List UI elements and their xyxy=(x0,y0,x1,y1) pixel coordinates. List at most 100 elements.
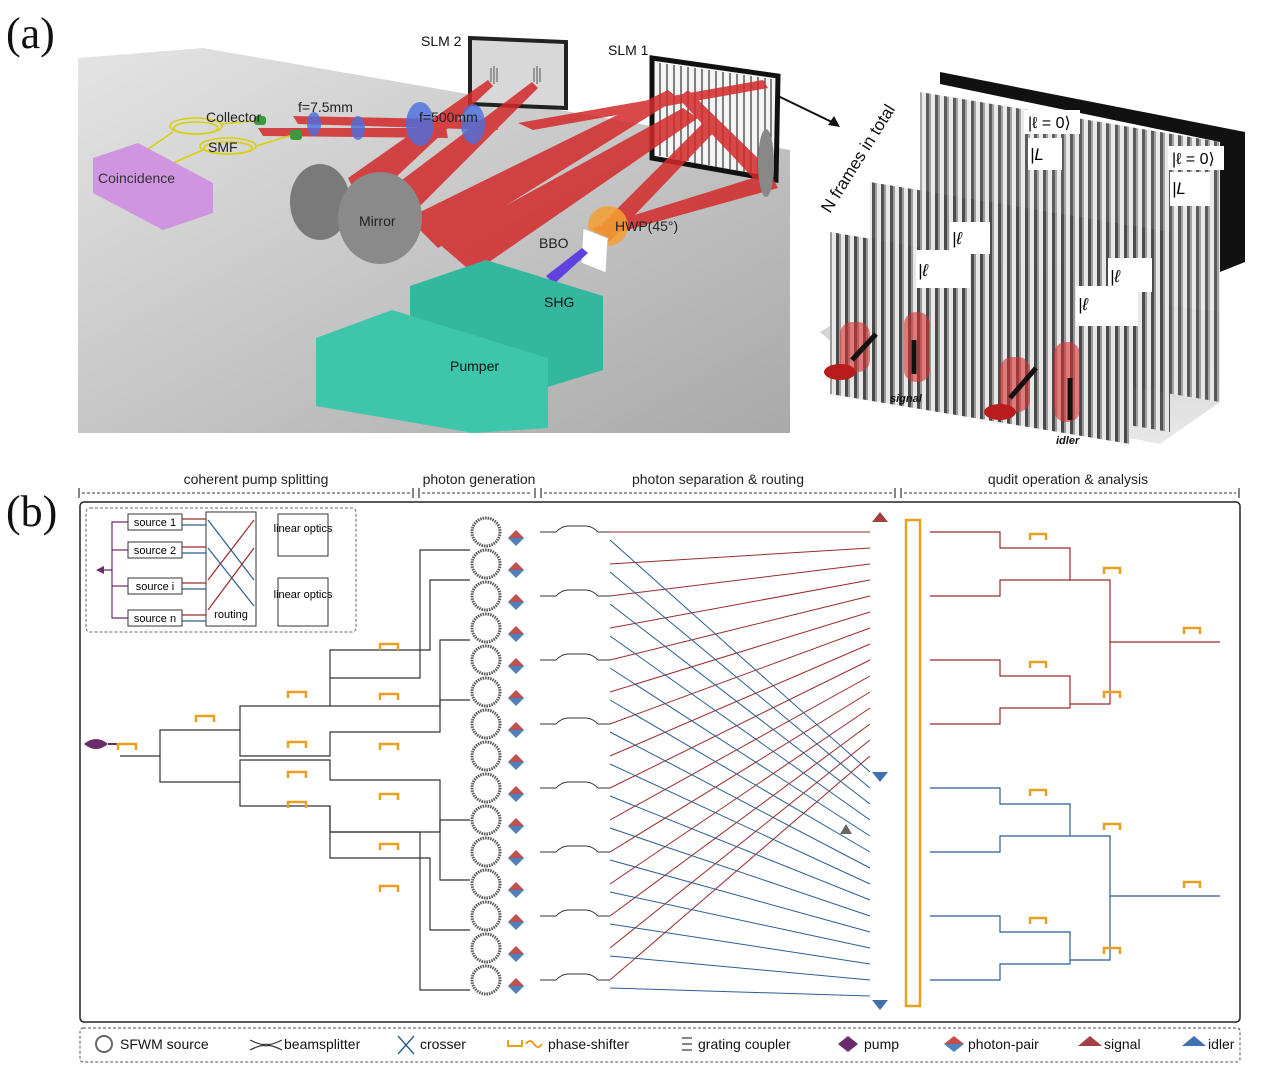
crosser-network-idler xyxy=(609,539,871,997)
panel-b-letter: (b) xyxy=(6,487,58,536)
legend-label-phase-shifter: phase-shifter xyxy=(548,1036,629,1052)
legend-box xyxy=(79,1027,1241,1063)
svg-text:|L: |L xyxy=(1172,179,1186,198)
section-label-routing: photon separation & routing xyxy=(632,471,804,487)
legend-label-pump: pump xyxy=(864,1036,899,1052)
pumper-box xyxy=(316,310,548,433)
svg-text:source i: source i xyxy=(136,581,175,593)
phase-shifter-comb xyxy=(904,518,922,1008)
inset-linear-optics-2 xyxy=(277,577,329,627)
label-pumper: Pumper xyxy=(450,358,499,374)
label-collector: Collector xyxy=(206,109,262,125)
idler-icon xyxy=(1182,1036,1206,1046)
legend-label-photon-pair: photon-pair xyxy=(968,1036,1039,1052)
panel-a-setup: SLM 2 SLM 1 Collector f=7.5mm f=500mm SM… xyxy=(78,33,790,433)
beamsplitter-icon xyxy=(249,1039,283,1051)
inset-schematic: source 1 source 2 source i source n rout… xyxy=(85,507,357,633)
legend-labels: SFWM source beamsplitter crosser phase-s… xyxy=(120,1036,1235,1052)
label-hwp: HWP(45°) xyxy=(615,218,678,234)
crosser-icon xyxy=(397,1035,415,1055)
collector-1 xyxy=(254,116,266,125)
pump-splitting-tree xyxy=(120,549,470,991)
state-label-elld1-B: |ℓ xyxy=(1076,286,1138,326)
idler-label: idler xyxy=(1056,435,1080,447)
label-mirror: Mirror xyxy=(359,213,396,229)
arrow-to-frames xyxy=(777,95,840,127)
state-label-ell0-A: |ℓ = 0⟩ xyxy=(1024,110,1080,134)
svg-text:|ℓ: |ℓ xyxy=(1110,267,1120,286)
coincidence-box xyxy=(93,143,213,230)
svg-text:|L: |L xyxy=(1030,145,1044,164)
legend-icons xyxy=(95,1035,1206,1055)
legend-label-beamsplitter: beamsplitter xyxy=(284,1036,361,1052)
separation-mzis xyxy=(540,525,610,981)
phase-shifter-icon xyxy=(507,1040,543,1048)
state-label-ell0-B: |ℓ = 0⟩ xyxy=(1168,146,1224,170)
svg-text:linear optics: linear optics xyxy=(274,523,333,535)
pump-phase-shifters xyxy=(116,642,400,892)
label-slm1: SLM 1 xyxy=(608,42,649,58)
svg-text:|ℓ: |ℓ xyxy=(918,261,928,280)
svg-text:|ℓ = 0⟩: |ℓ = 0⟩ xyxy=(1028,115,1071,132)
state-label-L-B: |L xyxy=(1170,172,1210,206)
panel-a-letter: (a) xyxy=(6,9,55,58)
svg-text:source 2: source 2 xyxy=(134,545,176,557)
signal-beam xyxy=(824,312,930,382)
signal-label: signal xyxy=(890,393,923,405)
photon-pair-icon xyxy=(944,1036,964,1052)
crosser-marker xyxy=(840,824,852,834)
svg-text:linear optics: linear optics xyxy=(274,589,333,601)
svg-text:|ℓ = 0⟩: |ℓ = 0⟩ xyxy=(1172,151,1215,168)
label-bbo: BBO xyxy=(539,235,569,251)
inset-linear-optics-1 xyxy=(277,513,329,557)
section-label-photon-generation: photon generation xyxy=(423,471,536,487)
mirror-1 xyxy=(290,164,350,240)
signal-icon xyxy=(1078,1036,1102,1046)
qudit-phase-shifters xyxy=(1028,532,1202,954)
label-slm2: SLM 2 xyxy=(421,33,462,49)
idler-beam xyxy=(984,342,1080,422)
legend-label-sfwm: SFWM source xyxy=(120,1036,209,1052)
sfwm-source-icon xyxy=(95,1035,113,1053)
legend-label-grating-coupler: grating coupler xyxy=(698,1036,791,1052)
state-label-elli-A: |ℓ xyxy=(950,222,990,254)
chip-frame xyxy=(79,501,1241,1023)
label-f75: f=7.5mm xyxy=(298,99,353,115)
svg-text:|ℓ: |ℓ xyxy=(952,229,962,248)
legend-label-idler: idler xyxy=(1208,1036,1235,1052)
state-label-L-A: |L xyxy=(1028,138,1062,170)
crosser-network-signal xyxy=(609,531,871,981)
section-label-pump-splitting: coherent pump splitting xyxy=(184,471,329,487)
pump-input-icon xyxy=(84,739,108,749)
violet-beam xyxy=(546,248,588,284)
svg-text:source 1: source 1 xyxy=(134,517,176,529)
label-f500: f=500mm xyxy=(419,109,478,125)
state-label-elld1-A: |ℓ xyxy=(916,250,970,288)
label-coincidence: Coincidence xyxy=(98,170,175,186)
frames-stack: |ℓ = 0⟩ |L |ℓ = 0⟩ |L |ℓ |ℓ |ℓ |ℓ N fram… xyxy=(817,72,1245,447)
qudit-tree-signal xyxy=(930,531,1220,725)
label-smf: SMF xyxy=(208,139,238,155)
svg-text:source n: source n xyxy=(134,613,176,625)
inset-routing-box xyxy=(205,511,257,627)
qudit-tree-idler xyxy=(930,787,1220,981)
lenses xyxy=(307,102,485,146)
svg-text:routing: routing xyxy=(214,609,248,621)
sfwm-source-column xyxy=(470,516,502,996)
svg-text:|ℓ: |ℓ xyxy=(1078,295,1088,314)
label-shg: SHG xyxy=(544,294,574,310)
legend-label-signal: signal xyxy=(1104,1036,1141,1052)
pump-icon xyxy=(838,1036,858,1052)
section-label-qudit: qudit operation & analysis xyxy=(988,471,1148,487)
panel-b-chip: coherent pump splitting photon generatio… xyxy=(78,471,1241,1063)
legend-label-crosser: crosser xyxy=(420,1036,466,1052)
collector-2 xyxy=(290,130,302,140)
grating-coupler-icon xyxy=(682,1037,692,1051)
slm2-screen xyxy=(468,35,568,111)
frames-back-bar xyxy=(940,72,1245,272)
mirror-2 xyxy=(338,172,422,264)
signal-idler-markers xyxy=(872,512,888,1010)
mirror-3 xyxy=(758,129,774,197)
photon-pair-column xyxy=(508,530,524,994)
section-ticks xyxy=(78,488,1240,498)
